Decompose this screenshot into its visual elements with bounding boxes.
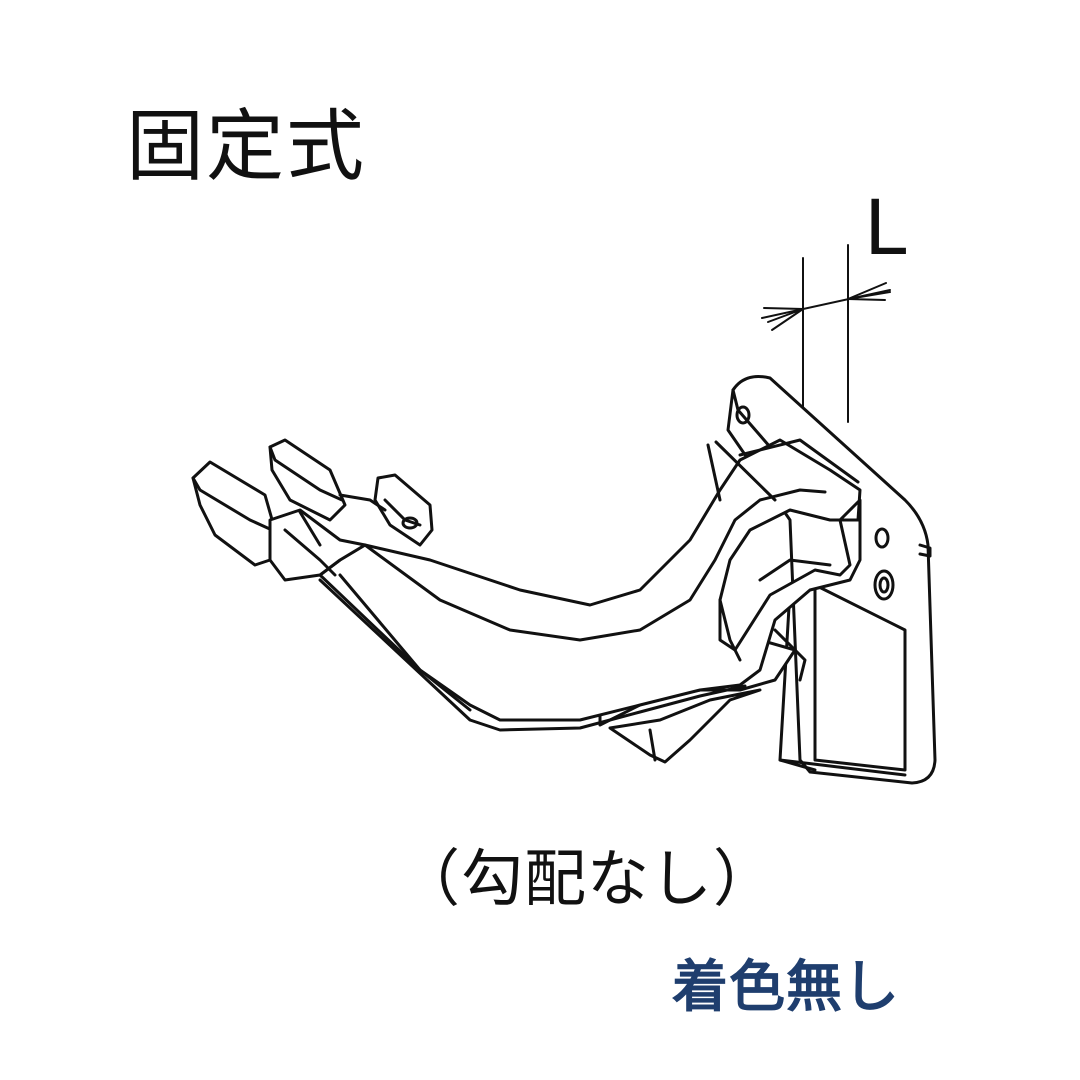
caption-no-slope: （勾配なし） (398, 842, 777, 915)
front-claws (191, 438, 434, 582)
dimension-label-l: L (864, 183, 907, 272)
color-note: 着色無し (672, 955, 900, 1020)
page-title: 固定式 (126, 102, 367, 192)
bracket-arm (318, 438, 862, 732)
